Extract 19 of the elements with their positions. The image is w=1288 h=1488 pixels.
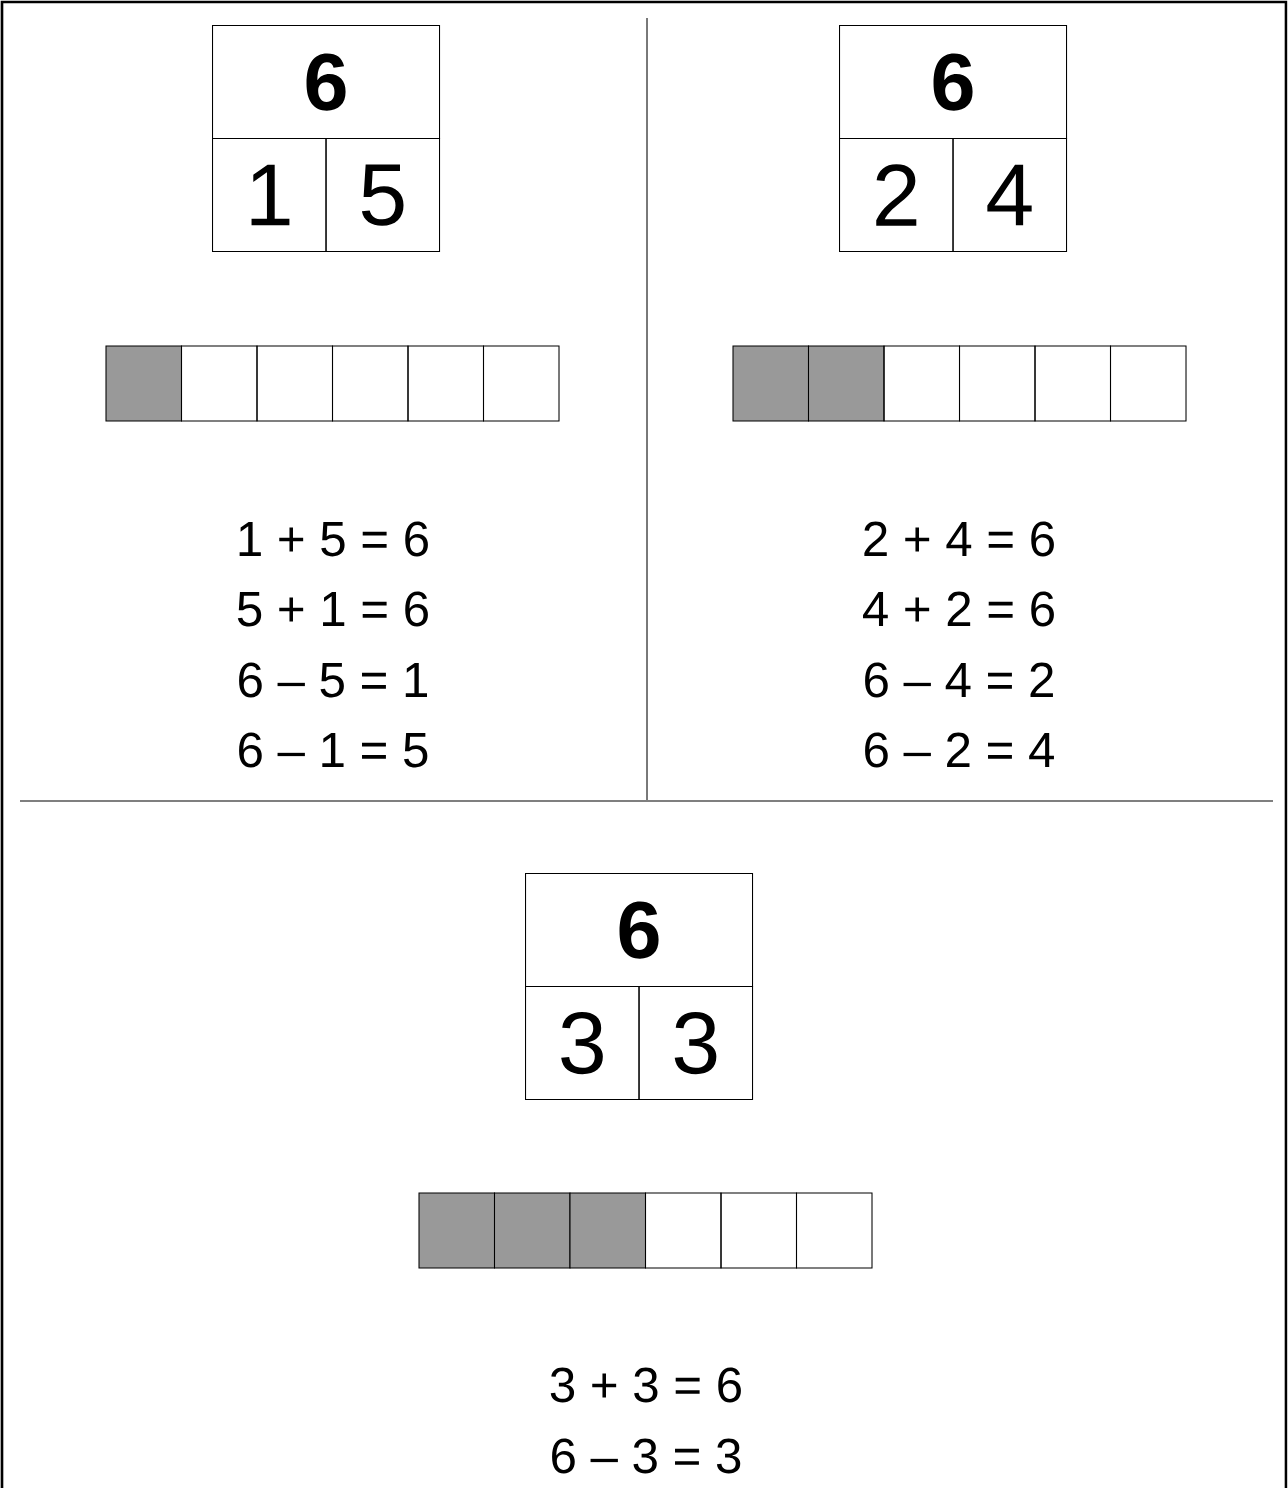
equation: 2 + 4 = 6 (864, 521, 1054, 557)
equation: 6 – 4 = 2 (865, 662, 1053, 698)
part-cell: 1 (212, 138, 327, 253)
equation: 6 – 5 = 1 (239, 662, 427, 698)
part-cell: 2 (839, 138, 954, 253)
part-cell: 5 (325, 138, 441, 253)
equation: 4 + 2 = 6 (863, 591, 1054, 627)
part-cell: 4 (952, 138, 1068, 253)
whole-cell: 6 (839, 25, 1068, 140)
equation: 6 – 3 = 3 (552, 1438, 741, 1474)
equation: 3 + 3 = 6 (550, 1367, 741, 1403)
part-cell: 3 (638, 986, 754, 1101)
equation: 1 + 5 = 6 (239, 521, 428, 557)
whole-cell: 6 (212, 25, 441, 140)
part-cell: 3 (525, 986, 640, 1101)
equation: 6 – 1 = 5 (239, 732, 428, 768)
whole-cell: 6 (525, 873, 754, 988)
equation: 5 + 1 = 6 (237, 591, 428, 627)
equation: 6 – 2 = 4 (865, 732, 1054, 768)
